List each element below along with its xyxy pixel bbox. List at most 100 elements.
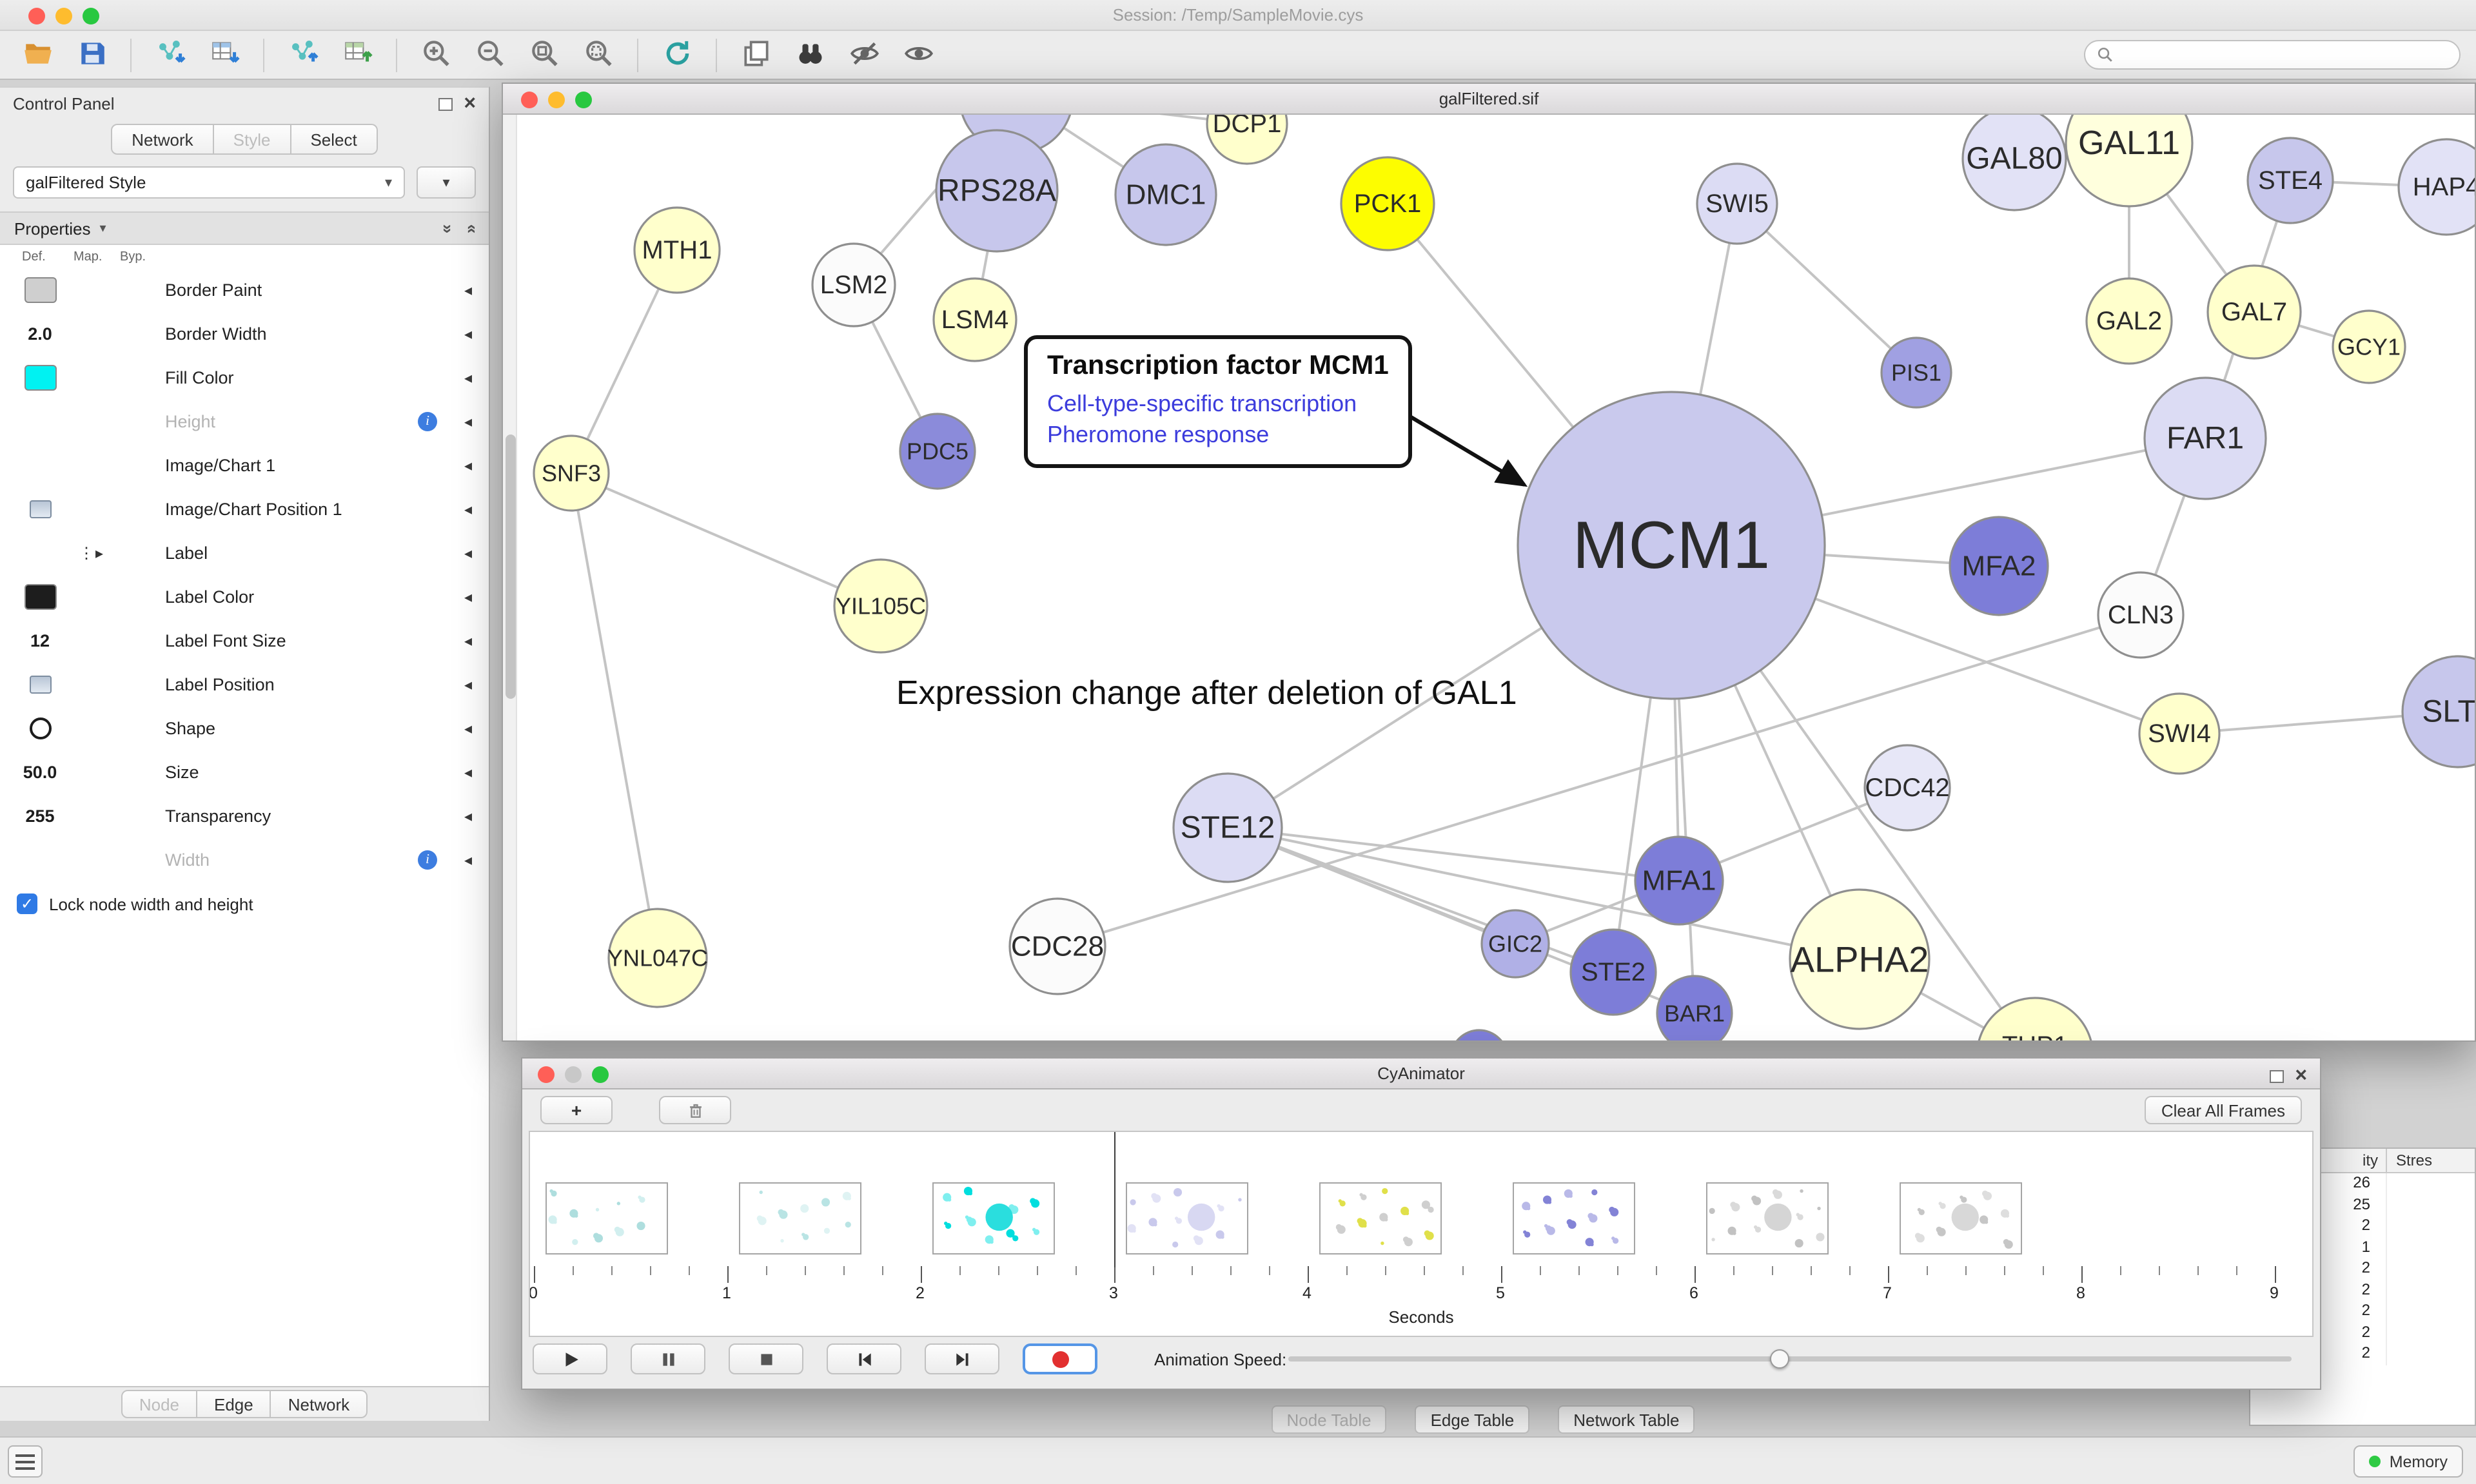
frame-thumbnail[interactable] (1125, 1182, 1248, 1255)
expand-row-arrow-icon[interactable]: ◂ (464, 544, 472, 562)
network-node-ynl047c[interactable] (607, 908, 708, 1008)
pause-button[interactable] (631, 1343, 705, 1374)
clear-all-frames-button[interactable]: Clear All Frames (2144, 1096, 2302, 1124)
network-node-cdc42[interactable] (1863, 744, 1951, 832)
stats-table-row[interactable]: 1 (2250, 1237, 2475, 1258)
mapping-value-cell[interactable]: ⋮▸ (67, 544, 116, 562)
network-node-mth1[interactable] (633, 206, 721, 294)
network-node-mfa1[interactable] (1634, 835, 1724, 926)
network-node-tup1[interactable] (1977, 997, 2093, 1040)
close-panel-icon[interactable]: × (2295, 1065, 2307, 1087)
default-value-cell[interactable]: 255 (25, 806, 55, 826)
network-edge[interactable] (571, 472, 881, 607)
tab-network-table[interactable]: Network Table (1558, 1405, 1695, 1434)
network-node-cdc28[interactable] (1008, 897, 1106, 995)
close-window-icon[interactable] (521, 91, 538, 108)
network-node-gal2[interactable] (2085, 277, 2173, 365)
network-node-hap4[interactable] (2397, 138, 2475, 236)
default-value-cell[interactable]: 2.0 (28, 324, 52, 344)
expand-row-arrow-icon[interactable]: ◂ (464, 456, 472, 474)
close-window-icon[interactable] (28, 7, 45, 24)
minimize-window-icon[interactable] (548, 91, 565, 108)
tab-edge-table[interactable]: Edge Table (1415, 1405, 1530, 1434)
network-node-ste12[interactable] (1172, 772, 1283, 883)
network-node-slt2[interactable] (2401, 655, 2475, 768)
property-row[interactable]: ⋮▸Label◂ (0, 531, 489, 575)
network-node-cln3[interactable] (2097, 571, 2185, 659)
properties-header[interactable]: Properties ▾ » » (0, 211, 489, 245)
network-edge[interactable] (1227, 826, 1860, 961)
network-node-rps28a[interactable] (935, 129, 1059, 253)
minimize-window-icon[interactable] (55, 7, 72, 24)
stats-table-row[interactable]: 2 (2250, 1343, 2475, 1365)
network-node-yil105c[interactable] (833, 558, 928, 654)
expand-row-arrow-icon[interactable]: ◂ (464, 588, 472, 606)
network-node-n2[interactable] (1451, 1029, 1508, 1040)
zoom-window-icon[interactable] (83, 7, 99, 24)
default-value-cell[interactable] (15, 718, 64, 739)
tab-select[interactable]: Select (291, 124, 378, 155)
network-node-snf3[interactable] (533, 434, 610, 512)
network-node-far1[interactable] (2143, 376, 2267, 500)
zoom-fit-button[interactable] (522, 35, 566, 74)
annotation-box[interactable]: Transcription factor MCM1 Cell-type-spec… (1024, 335, 1412, 468)
network-node-gal11[interactable] (2065, 115, 2194, 208)
annotation-link[interactable]: Pheromone response (1047, 422, 1270, 448)
refresh-layout-button[interactable] (655, 35, 699, 74)
export-network-button[interactable] (281, 35, 325, 74)
checkbox-checked-icon[interactable]: ✓ (17, 893, 37, 914)
network-node-pdc5[interactable] (899, 413, 976, 490)
import-table-button[interactable] (202, 35, 246, 74)
default-value-cell[interactable]: 12 (30, 631, 50, 650)
property-row[interactable]: Label Color◂ (0, 575, 489, 619)
network-node-pck1[interactable] (1340, 156, 1435, 251)
export-table-button[interactable] (335, 35, 379, 74)
expand-row-arrow-icon[interactable]: ◂ (464, 851, 472, 869)
frame-thumbnail[interactable] (1512, 1182, 1635, 1255)
task-history-button[interactable] (8, 1445, 43, 1478)
expand-row-arrow-icon[interactable]: ◂ (464, 719, 472, 737)
network-node-swi5[interactable] (1696, 162, 1778, 245)
zoom-window-icon[interactable] (592, 1066, 609, 1082)
close-panel-icon[interactable]: × (464, 92, 476, 114)
default-value-cell[interactable] (15, 277, 64, 303)
property-row[interactable]: Border Paint◂ (0, 268, 489, 312)
network-node-pis1[interactable] (1880, 337, 1952, 409)
property-row[interactable]: Image/Chart 1◂ (0, 444, 489, 487)
default-value-cell[interactable]: 50.0 (23, 763, 57, 782)
float-panel-icon[interactable] (438, 97, 453, 110)
expand-row-arrow-icon[interactable]: ◂ (464, 369, 472, 387)
stats-table-row[interactable]: 2 (2250, 1322, 2475, 1343)
frame-thumbnail[interactable] (738, 1182, 861, 1255)
search-input[interactable] (2121, 46, 2448, 64)
network-node-mfa2[interactable] (1949, 516, 2049, 616)
style-target-tab-edge[interactable]: Edge (197, 1390, 271, 1418)
record-button[interactable] (1023, 1343, 1097, 1374)
style-options-button[interactable]: ▾ (417, 166, 476, 199)
frame-thumbnail[interactable] (932, 1182, 1054, 1255)
property-row[interactable]: Image/Chart Position 1◂ (0, 487, 489, 531)
network-node-ste4[interactable] (2246, 137, 2334, 224)
property-row[interactable]: Label Position◂ (0, 663, 489, 707)
expand-row-arrow-icon[interactable]: ◂ (464, 763, 472, 781)
first-neighbors-button[interactable] (788, 35, 832, 74)
network-node-gal80[interactable] (1961, 115, 2067, 211)
hide-selected-button[interactable] (842, 35, 886, 74)
stats-column-radiality[interactable]: ity (2250, 1149, 2387, 1172)
show-all-button[interactable] (896, 35, 940, 74)
default-value-cell[interactable] (15, 365, 64, 391)
network-edge[interactable] (1057, 614, 2141, 948)
stats-table-row[interactable]: 2 (2250, 1216, 2475, 1237)
open-file-button[interactable] (15, 35, 59, 74)
network-node-swi4[interactable] (2138, 692, 2221, 775)
default-value-cell[interactable] (15, 500, 64, 518)
annotation-link[interactable]: Cell-type-specific transcription (1047, 391, 1357, 416)
stats-table-row[interactable]: 25 (2250, 1195, 2475, 1216)
frame-thumbnail[interactable] (545, 1182, 667, 1255)
expand-row-arrow-icon[interactable]: ◂ (464, 413, 472, 431)
